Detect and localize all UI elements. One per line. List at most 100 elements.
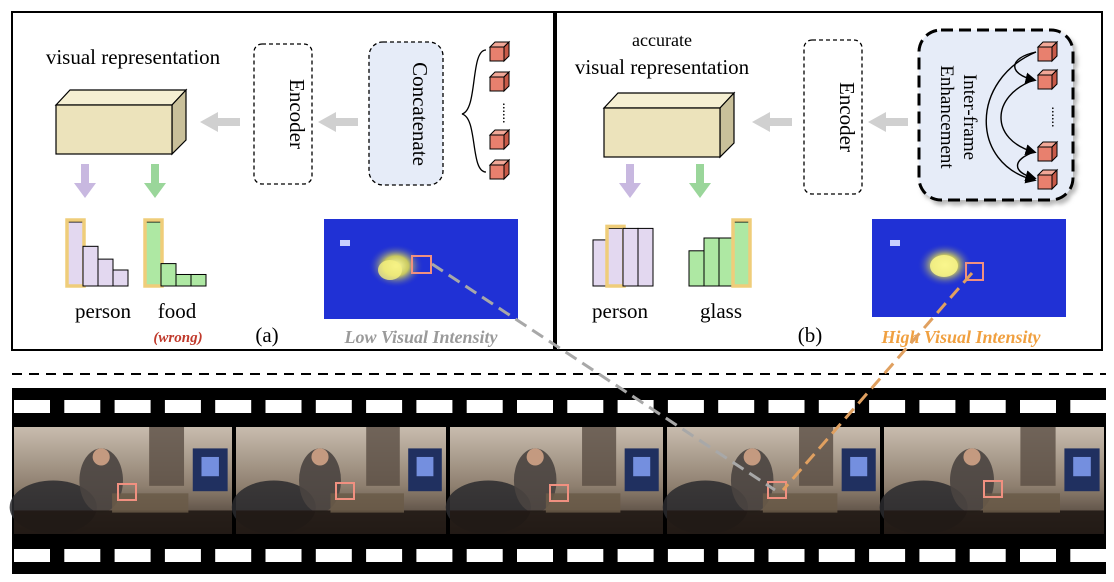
video-frame-4 bbox=[879, 427, 1104, 534]
panel-a: visual representation Encoder Concatenat… bbox=[11, 11, 555, 351]
perforation-bottom-21 bbox=[1070, 549, 1107, 562]
panel-a-encoder-label: Encoder bbox=[285, 79, 309, 149]
panel-a-arrow-concat-to-encoder bbox=[318, 112, 358, 132]
panel-a-frame-dots: ...... bbox=[499, 103, 514, 124]
panel-a-border bbox=[11, 11, 555, 351]
perforation-bottom-20 bbox=[1020, 549, 1056, 562]
perforation-top-6 bbox=[315, 400, 352, 413]
video-frame-roi-2 bbox=[549, 484, 569, 502]
film-strip-bottom-perforations bbox=[14, 549, 1107, 562]
perforation-bottom-7 bbox=[366, 549, 403, 562]
perforation-top-13 bbox=[667, 400, 704, 413]
panel-a-food-bar-2 bbox=[175, 273, 192, 287]
video-frame-roi-4 bbox=[983, 480, 1003, 498]
perforation-top-20 bbox=[1020, 400, 1056, 413]
panel-b-frame-cubes bbox=[1036, 40, 1059, 191]
panel-b-title-line1: accurate bbox=[632, 30, 692, 50]
panel-b-interframe-arrows bbox=[985, 51, 1037, 184]
panel-b-arrow-encoder-to-cuboid bbox=[752, 112, 792, 132]
panel-a-title: visual representation bbox=[46, 45, 221, 69]
panel-a-intensity-label: Low Visual Intensity bbox=[343, 327, 498, 347]
panel-b-arrow-green bbox=[689, 164, 711, 198]
panel-a-encoder-box bbox=[253, 43, 313, 185]
panel-a-food-bars bbox=[143, 218, 207, 288]
panel-b-person-bars bbox=[592, 224, 654, 288]
perforation-top-3 bbox=[164, 400, 201, 413]
video-frame-roi-1 bbox=[335, 482, 355, 500]
connector-low-intensity bbox=[431, 262, 776, 492]
panel-b-module-line1: Inter-frame bbox=[959, 74, 980, 160]
panel-b-label-person: person bbox=[592, 299, 648, 323]
panel-a-person-bars bbox=[65, 218, 129, 288]
perforation-bottom-12 bbox=[617, 549, 654, 562]
panel-b-glass-bar-3 bbox=[733, 221, 750, 287]
panel-b-frame-cube-2 bbox=[1036, 140, 1059, 163]
perforation-bottom-17 bbox=[869, 549, 906, 562]
panel-a-food-bar-3 bbox=[190, 273, 207, 287]
video-frame-2 bbox=[445, 427, 663, 534]
perforation-top-21 bbox=[1070, 400, 1107, 413]
film-strip bbox=[9, 388, 1107, 574]
panel-a-person-bar-1 bbox=[82, 245, 99, 287]
perforation-top-2 bbox=[114, 400, 151, 413]
panel-a-feature-cuboid bbox=[54, 88, 188, 156]
perforation-top-9 bbox=[466, 400, 503, 413]
panel-a-panel-label: (a) bbox=[255, 323, 278, 347]
perforation-top-8 bbox=[416, 400, 453, 413]
panel-a-concatenate-box bbox=[368, 41, 444, 186]
panel-b-glass-bar-highlight bbox=[731, 218, 752, 288]
panel-b-glass-bar-0 bbox=[688, 250, 705, 287]
panel-b-glass-bars bbox=[688, 218, 752, 288]
film-frames bbox=[9, 427, 1104, 534]
perforation-bottom-16 bbox=[818, 549, 855, 562]
panel-b-frame-cube-3 bbox=[1036, 168, 1059, 191]
video-frame-1 bbox=[231, 427, 446, 534]
panel-a-arrow-lavender bbox=[74, 164, 96, 198]
panel-b-person-bar-3 bbox=[637, 227, 654, 287]
perforation-bottom-13 bbox=[667, 549, 704, 562]
perforation-top-18 bbox=[919, 400, 956, 413]
perforation-top-17 bbox=[869, 400, 906, 413]
video-frame-roi-3 bbox=[767, 481, 787, 499]
panel-b: accurate visual representation Encoder I… bbox=[555, 11, 1103, 351]
panel-a-frame-cube-3 bbox=[488, 158, 511, 181]
video-frame-3 bbox=[662, 427, 880, 534]
panel-a-food-bar-highlight bbox=[143, 218, 164, 288]
perforation-bottom-6 bbox=[315, 549, 352, 562]
perforation-bottom-14 bbox=[718, 549, 755, 562]
panel-a-food-bar-1 bbox=[160, 263, 177, 287]
panel-a-heatmap bbox=[324, 219, 518, 319]
perforation-top-10 bbox=[517, 400, 553, 413]
panel-a-concatenate-label: Concatenate bbox=[408, 62, 432, 166]
perforation-top-14 bbox=[718, 400, 755, 413]
perforation-bottom-11 bbox=[567, 549, 604, 562]
perforation-bottom-19 bbox=[969, 549, 1006, 562]
panel-a-label-person: person bbox=[75, 299, 131, 323]
perforation-top-11 bbox=[567, 400, 604, 413]
perforation-top-15 bbox=[768, 400, 805, 413]
panel-b-enhancement-box bbox=[917, 28, 1075, 202]
perforation-bottom-9 bbox=[466, 549, 503, 562]
film-strip-top-perforations bbox=[14, 400, 1107, 413]
panel-b-heatmap bbox=[872, 219, 1066, 317]
panel-b-frame-cube-1 bbox=[1036, 68, 1059, 91]
panel-b-feature-cuboid bbox=[602, 91, 736, 159]
panel-b-person-bar-2 bbox=[622, 227, 639, 287]
perforation-top-0 bbox=[14, 400, 50, 413]
perforation-bottom-18 bbox=[919, 549, 956, 562]
perforation-top-16 bbox=[818, 400, 855, 413]
video-frame-roi-0 bbox=[117, 483, 137, 501]
perforation-bottom-8 bbox=[416, 549, 453, 562]
panel-a-person-bar-2 bbox=[97, 258, 114, 287]
panel-a-frame-cubes bbox=[488, 40, 511, 181]
video-frame-0 bbox=[9, 427, 232, 534]
panel-a-heatmap-roi bbox=[411, 255, 432, 274]
perforation-top-4 bbox=[215, 400, 252, 413]
panel-b-arrow-module-to-encoder bbox=[868, 112, 908, 132]
panel-b-person-bar-1 bbox=[607, 227, 624, 287]
perforation-top-1 bbox=[64, 400, 101, 413]
perforation-bottom-0 bbox=[14, 549, 50, 562]
panel-a-food-bar-0 bbox=[145, 221, 162, 287]
panel-a-arrow-green bbox=[144, 164, 166, 198]
